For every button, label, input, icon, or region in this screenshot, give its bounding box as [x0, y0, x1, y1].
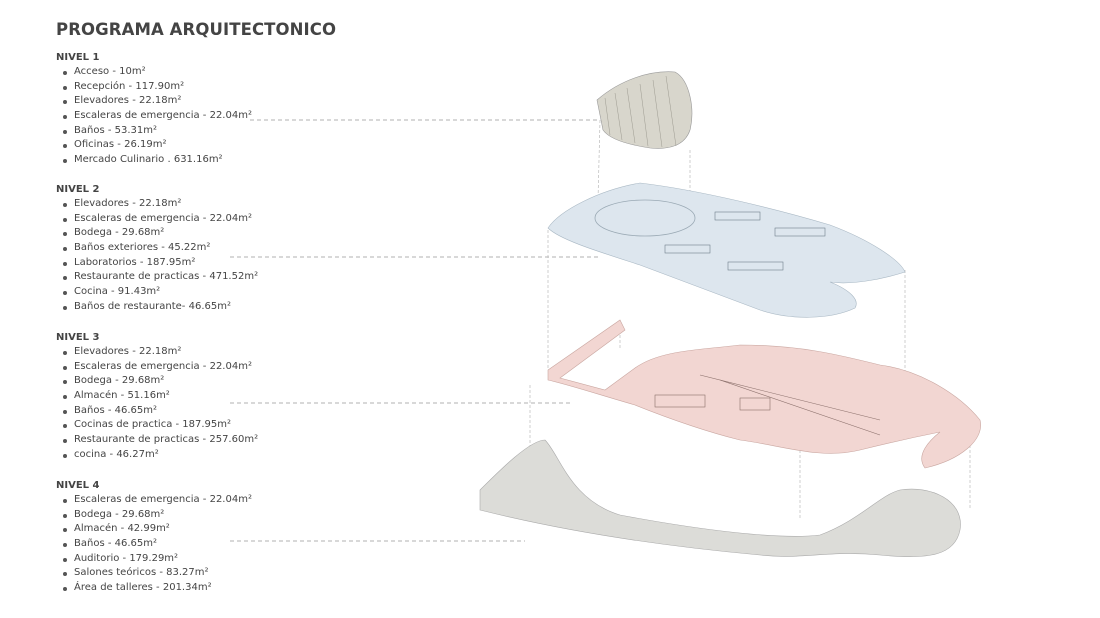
page-title: PROGRAMA ARQUITECTONICO — [56, 20, 337, 39]
level-heading: NIVEL 1 — [56, 52, 100, 63]
list-item: Baños de restaurante- 46.65m² — [62, 300, 258, 315]
list-item: Elevadores - 22.18m² — [63, 94, 252, 109]
list-item: Restaurante de practicas - 257.60m² — [62, 433, 258, 448]
level-1-roof-volume — [596, 71, 693, 149]
level-2-courtyard — [594, 199, 696, 237]
list-item: Laboratorios - 187.95m² — [62, 256, 258, 271]
level-3-section: NIVEL 3 Elevadores - 22.18m² Escaleras d… — [56, 331, 258, 463]
list-item: Almacén - 51.16m² — [62, 389, 258, 404]
level-2-section: NIVEL 2 Elevadores - 22.18m² Escaleras d… — [56, 183, 258, 315]
list-item: Baños - 46.65m² — [62, 404, 258, 419]
level-1-list: Acceso - 10m² Recepción - 117.90m² Eleva… — [56, 65, 252, 168]
list-item: Cocinas de practica - 187.95m² — [62, 418, 258, 433]
list-item: Recepción - 117.90m² — [63, 80, 252, 95]
list-item: Escaleras de emergencia - 22.04m² — [62, 212, 258, 227]
level-2-slab — [547, 182, 906, 318]
list-item: Área de talleres - 201.34m² — [63, 581, 252, 596]
list-item: Acceso - 10m² — [63, 65, 252, 80]
level-1-section: NIVEL 1 Acceso - 10m² Recepción - 117.90… — [56, 51, 252, 168]
level-heading: NIVEL 3 — [56, 332, 100, 343]
list-item: Bodega - 29.68m² — [63, 508, 252, 523]
list-item: Escaleras de emergencia - 22.04m² — [63, 109, 252, 124]
list-item: Elevadores - 22.18m² — [62, 345, 258, 360]
list-item: Salones teóricos - 83.27m² — [63, 566, 252, 581]
level-3-list: Elevadores - 22.18m² Escaleras de emerge… — [56, 345, 258, 463]
list-item: Escaleras de emergencia - 22.04m² — [63, 493, 252, 508]
list-item: Baños - 46.65m² — [63, 537, 252, 552]
list-item: Escaleras de emergencia - 22.04m² — [62, 360, 258, 375]
level-heading: NIVEL 2 — [56, 184, 100, 195]
level-4-section: NIVEL 4 Escaleras de emergencia - 22.04m… — [56, 479, 252, 596]
level-4-list: Escaleras de emergencia - 22.04m² Bodega… — [56, 493, 252, 596]
level-4-slab — [479, 439, 961, 557]
list-item: Almacén - 42.99m² — [63, 522, 252, 537]
list-item: Oficinas - 26.19m² — [63, 138, 252, 153]
list-item: Elevadores - 22.18m² — [62, 197, 258, 212]
level-3-slab — [547, 319, 981, 469]
level-heading: NIVEL 4 — [56, 480, 100, 491]
list-item: cocina - 46.27m² — [62, 448, 258, 463]
list-item: Auditorio - 179.29m² — [63, 552, 252, 567]
list-item: Mercado Culinario . 631.16m² — [63, 153, 252, 168]
list-item: Baños exteriores - 45.22m² — [62, 241, 258, 256]
level-2-list: Elevadores - 22.18m² Escaleras de emerge… — [56, 197, 258, 315]
list-item: Cocina - 91.43m² — [62, 285, 258, 300]
list-item: Restaurante de practicas - 471.52m² — [62, 270, 258, 285]
list-item: Bodega - 29.68m² — [62, 374, 258, 389]
list-item: Baños - 53.31m² — [63, 124, 252, 139]
list-item: Bodega - 29.68m² — [62, 226, 258, 241]
